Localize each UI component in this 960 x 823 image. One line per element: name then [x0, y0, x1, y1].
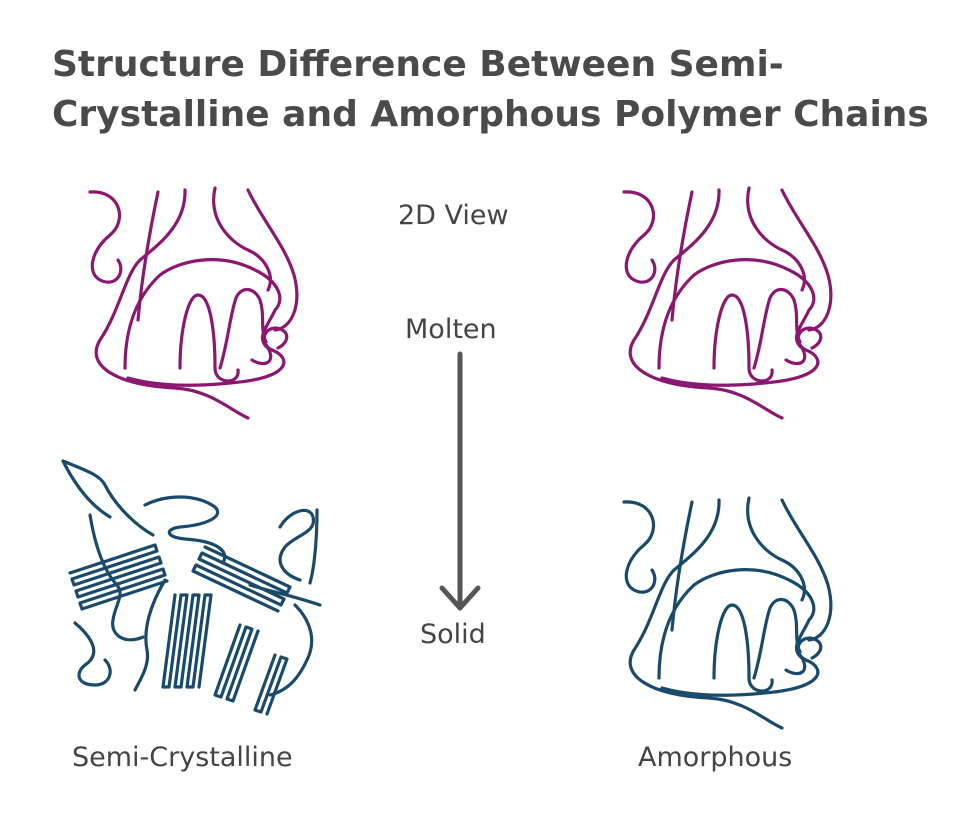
chain-strand — [133, 578, 167, 692]
chain-strand — [712, 603, 774, 693]
molten-chains-semi-crystalline — [88, 186, 299, 420]
folded-lamella — [161, 593, 213, 689]
chain-strand — [88, 190, 123, 284]
chain-strand — [143, 495, 227, 565]
chain-strand — [622, 190, 657, 284]
chain-strand — [752, 288, 802, 370]
molten-chains-amorphous — [622, 186, 833, 420]
chain-strand — [657, 568, 816, 680]
folded-lamella — [253, 653, 289, 716]
chain-strand — [660, 326, 823, 387]
chain-strand — [61, 459, 112, 519]
chain-strand — [746, 496, 806, 602]
folded-lamella — [191, 545, 292, 613]
chain-strand — [780, 188, 833, 332]
chain-strand — [308, 508, 319, 585]
chain-strand — [278, 508, 315, 582]
chain-strand — [212, 186, 272, 292]
chain-strand — [61, 459, 155, 537]
chain-strand — [628, 188, 784, 420]
solid-chains-semi-crystalline — [61, 459, 322, 716]
solid-label: Solid — [420, 619, 486, 650]
chain-strand — [628, 498, 784, 730]
folded-lamella — [68, 543, 169, 611]
chain-strand — [657, 258, 816, 370]
chain-strand — [126, 326, 289, 387]
chain-strand — [178, 293, 240, 383]
chain-strand — [73, 621, 112, 687]
view-label: 2D View — [398, 200, 509, 231]
chain-strand — [660, 636, 823, 697]
solid-chains-amorphous — [622, 496, 833, 730]
chain-strand — [752, 598, 802, 680]
molten-label: Molten — [405, 314, 497, 345]
chain-strand — [746, 186, 806, 292]
chain-strand — [88, 513, 145, 642]
semi-crystalline-label: Semi-Crystalline — [72, 742, 293, 773]
down-arrow-icon — [439, 351, 481, 611]
folded-lamella — [213, 623, 260, 703]
chain-strand — [123, 258, 282, 370]
amorphous-label: Amorphous — [638, 742, 793, 773]
chain-strand — [268, 603, 314, 697]
chain-strand — [622, 500, 657, 594]
chain-strand — [94, 188, 250, 420]
chain-strand — [780, 498, 833, 642]
chain-strand — [712, 293, 774, 383]
chain-strand — [218, 288, 268, 370]
chain-strand — [246, 188, 299, 332]
diagram-title: Structure Difference Between Semi-Crysta… — [52, 44, 929, 135]
